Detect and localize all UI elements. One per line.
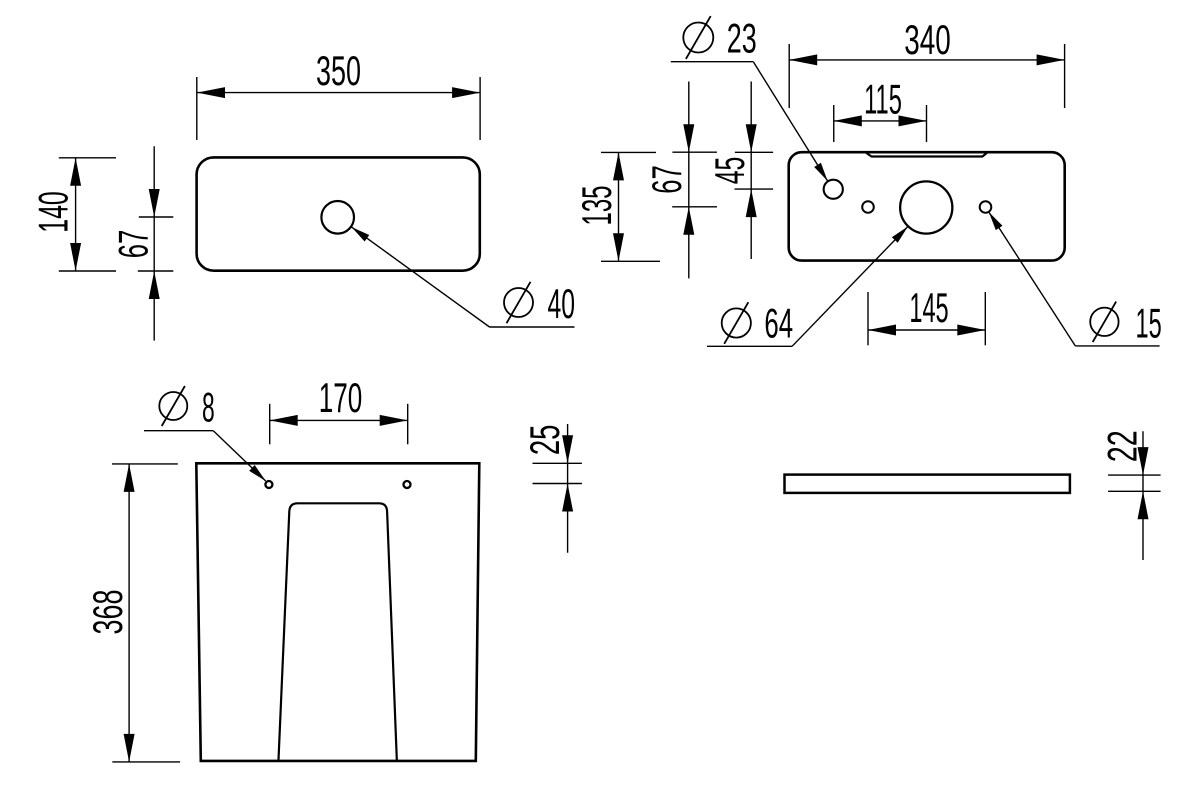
svg-text:67: 67 [645, 165, 691, 193]
svg-text:340: 340 [904, 16, 951, 63]
svg-text:8: 8 [202, 384, 215, 431]
svg-text:145: 145 [909, 285, 948, 332]
svg-text:45: 45 [707, 157, 753, 185]
svg-text:170: 170 [319, 375, 362, 422]
svg-text:40: 40 [547, 281, 575, 327]
svg-text:140: 140 [31, 191, 77, 232]
svg-text:67: 67 [111, 230, 157, 258]
svg-text:22: 22 [1098, 430, 1146, 462]
svg-text:135: 135 [574, 185, 621, 225]
svg-text:25: 25 [521, 425, 568, 455]
svg-text:23: 23 [727, 16, 757, 62]
svg-text:350: 350 [316, 48, 361, 94]
svg-text:368: 368 [85, 590, 131, 635]
svg-text:15: 15 [1135, 300, 1161, 347]
svg-text:64: 64 [764, 300, 793, 347]
svg-text:115: 115 [864, 77, 902, 124]
